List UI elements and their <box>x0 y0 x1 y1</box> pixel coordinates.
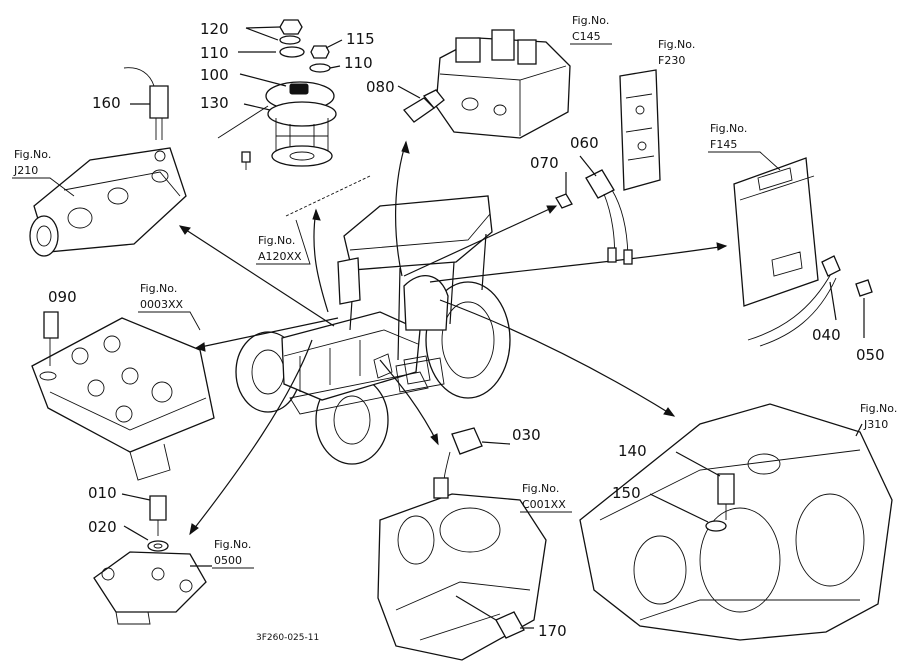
fig-no-c001xx: C001XX <box>522 498 566 511</box>
label-030: 030 <box>512 426 541 444</box>
drawing-reference-number: 3F260-025-11 <box>256 633 319 643</box>
fig-no-c145: C145 <box>572 30 601 43</box>
fig-no-f230: F230 <box>658 54 685 67</box>
part-0500 <box>93 493 212 625</box>
label-160: 160 <box>92 94 121 112</box>
label-140: 140 <box>618 442 647 460</box>
fig-label-c001xx: Fig.No. <box>522 482 559 495</box>
fig-label-f145: Fig.No. <box>710 122 747 135</box>
fig-no-j210: J210 <box>13 164 38 177</box>
valve-block-c145 <box>397 29 571 139</box>
label-040: 040 <box>812 326 841 344</box>
fig-label-j210: Fig.No. <box>14 148 51 161</box>
label-120: 120 <box>200 20 229 38</box>
label-150: 150 <box>612 484 641 502</box>
part-j310 <box>579 403 893 641</box>
label-110-a: 110 <box>200 44 229 62</box>
fig-label-0500: Fig.No. <box>214 538 251 551</box>
label-090: 090 <box>48 288 77 306</box>
label-070: 070 <box>530 154 559 172</box>
fig-no-a120xx: A120XX <box>258 250 302 263</box>
fig-no-0500: 0500 <box>214 554 242 567</box>
label-050: 050 <box>856 346 885 364</box>
label-170: 170 <box>538 622 567 640</box>
part-number-labels: 120 110 100 130 115 110 080 160 060 070 … <box>48 20 885 640</box>
label-115: 115 <box>346 30 375 48</box>
fig-label-a120xx: Fig.No. <box>258 234 295 247</box>
label-100: 100 <box>200 66 229 84</box>
fig-label-0003xx: Fig.No. <box>140 282 177 295</box>
label-060: 060 <box>570 134 599 152</box>
label-110-b: 110 <box>344 54 373 72</box>
bracket-f230 <box>555 69 661 265</box>
leader-lines <box>178 140 728 536</box>
fig-no-0003xx: 0003XX <box>140 298 184 311</box>
fig-label-j310: Fig.No. <box>860 402 897 415</box>
label-130: 130 <box>200 94 229 112</box>
part-j210 <box>29 67 187 257</box>
fig-no-f145: F145 <box>710 138 737 151</box>
part-0003xx <box>31 311 215 481</box>
fig-label-f230: Fig.No. <box>658 38 695 51</box>
part-c001xx <box>377 427 547 661</box>
tractor-illustration <box>235 195 511 465</box>
label-080: 080 <box>366 78 395 96</box>
panel-f145 <box>733 157 873 347</box>
fig-label-c145: Fig.No. <box>572 14 609 27</box>
figure-reference-labels: Fig.No. C145 Fig.No. F230 Fig.No. F145 F… <box>12 14 897 569</box>
label-010: 010 <box>88 484 117 502</box>
label-020: 020 <box>88 518 117 536</box>
fig-no-j310: J310 <box>863 418 888 431</box>
fuel-gauge-sender-assembly <box>217 19 371 217</box>
